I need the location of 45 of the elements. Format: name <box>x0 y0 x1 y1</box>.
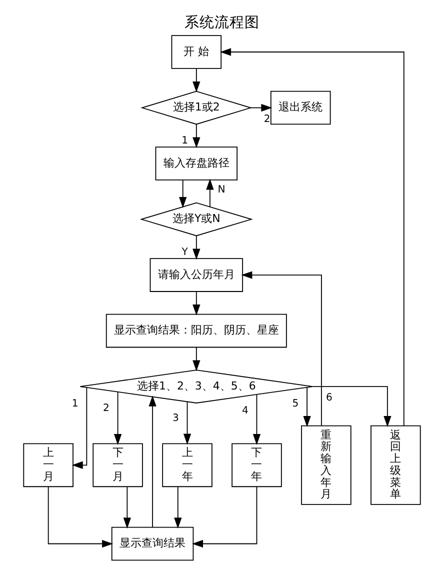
edge-label: 2 <box>264 114 270 125</box>
node-box: 请输入公历年月 <box>150 258 244 292</box>
edge-label: 1 <box>182 136 188 147</box>
arrow <box>123 486 132 529</box>
edge-label: Y <box>182 247 188 258</box>
node-box: 返回上级菜单 <box>370 425 421 505</box>
arrow <box>250 104 272 112</box>
node-box: 显示查询结果：阳历、阴历、星座 <box>106 314 287 348</box>
edge-label: 4 <box>242 406 248 417</box>
node-diamond: 选择1或2 <box>140 90 252 125</box>
arrow <box>303 386 311 428</box>
node-box: 输入存盘路径 <box>155 146 238 180</box>
node-box: 开 始 <box>171 35 222 69</box>
node-box: 上一年 <box>162 443 212 488</box>
edge-label: 2 <box>103 402 110 414</box>
arrow <box>192 347 200 372</box>
arrow <box>179 180 187 208</box>
edge-label: 6 <box>326 392 332 404</box>
edge-label: 3 <box>172 413 179 424</box>
node-box: 下一月 <box>92 443 143 488</box>
arrow <box>183 402 192 445</box>
arrow <box>192 236 200 260</box>
arrow <box>192 291 200 316</box>
arrow <box>72 387 88 469</box>
node-box: 重新输入年月 <box>301 425 352 505</box>
node-box: 上一月 <box>23 443 74 488</box>
arrow <box>174 486 182 529</box>
arrow <box>192 68 200 92</box>
node-box: 显示查询结果 <box>111 526 194 561</box>
arrow <box>206 178 214 208</box>
diagram-title: 系统流程图 <box>184 14 260 32</box>
arrow <box>241 271 322 426</box>
arrow <box>148 395 156 528</box>
node-box: 下一年 <box>232 443 282 488</box>
arrow <box>48 486 114 548</box>
arrow <box>192 124 200 148</box>
arrow <box>114 391 122 445</box>
node-diamond: 选择Y或N <box>140 202 253 236</box>
arrow <box>220 48 404 426</box>
edge-label: N <box>218 184 226 196</box>
arrow <box>252 394 261 446</box>
node-box: 退出系统 <box>270 90 331 125</box>
arrow <box>192 486 258 548</box>
edge-label: 1 <box>72 398 78 410</box>
arrow <box>312 386 392 427</box>
